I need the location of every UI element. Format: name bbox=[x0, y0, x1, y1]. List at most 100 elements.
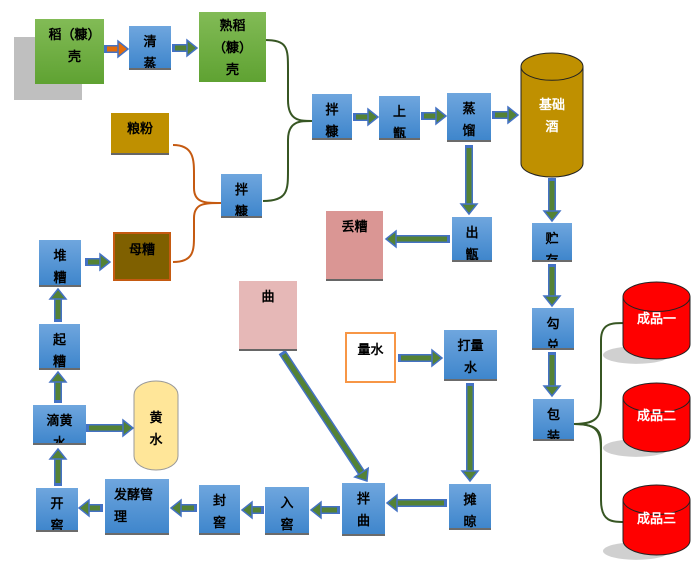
label: 拌曲 bbox=[356, 492, 370, 529]
product2-cylinder-top bbox=[622, 382, 691, 413]
label: 包装 bbox=[546, 408, 560, 441]
arrow-head bbox=[460, 470, 480, 483]
label: 丢糟 bbox=[341, 220, 368, 235]
arrow-head bbox=[48, 370, 68, 383]
arrow-head bbox=[99, 252, 112, 272]
arrow-head bbox=[77, 498, 90, 518]
label: 熟稻（糠）壳 bbox=[212, 19, 252, 78]
label: 出甑 bbox=[465, 226, 479, 262]
arrow-head bbox=[122, 418, 135, 438]
arrow-head bbox=[240, 500, 253, 520]
node-open-cellar: 开窖 bbox=[36, 488, 78, 532]
node-steam-clean: 清蒸 bbox=[129, 26, 171, 70]
arrow-head bbox=[542, 295, 562, 308]
node-mix1: 拌糠 bbox=[221, 174, 262, 218]
node-husk: 稻（糠）壳 bbox=[35, 19, 104, 84]
curve-cooked-husk-to-mix bbox=[263, 39, 313, 122]
label: 拌糠 bbox=[234, 183, 248, 218]
node-load-still: 上甑 bbox=[379, 96, 420, 140]
arrow-head bbox=[384, 229, 397, 249]
label: 开窖 bbox=[50, 497, 64, 532]
arrow-head bbox=[367, 107, 380, 127]
label: 量水 bbox=[357, 343, 384, 358]
arrow-head bbox=[459, 203, 479, 216]
label: 基础酒 bbox=[538, 98, 565, 135]
yellow-water-label: 黄水 bbox=[134, 408, 178, 452]
product2-label: 成品二 bbox=[636, 409, 676, 424]
node-package: 包装 bbox=[533, 399, 574, 441]
arrow-head bbox=[385, 493, 398, 513]
node-grain-powder: 粮粉 bbox=[111, 113, 169, 155]
label: 黄水 bbox=[149, 411, 163, 448]
node-cooked-husk: 熟稻（糠）壳 bbox=[199, 12, 266, 82]
node-water-amount: 量水 bbox=[345, 332, 396, 383]
label: 起糟 bbox=[52, 333, 66, 370]
arrow-head bbox=[435, 106, 448, 126]
label: 粮粉 bbox=[126, 122, 153, 137]
product3-label: 成品三 bbox=[636, 512, 676, 527]
curve-mother-to-mix1 bbox=[172, 202, 222, 263]
label: 贮存 bbox=[545, 232, 559, 262]
node-distill: 蒸馏 bbox=[447, 93, 491, 142]
node-pile-grains: 堆糟 bbox=[39, 240, 81, 287]
arrow-head bbox=[309, 500, 322, 520]
curve-powder-to-mix1 bbox=[172, 144, 222, 204]
label: 清蒸 bbox=[143, 35, 157, 70]
label: 母糟 bbox=[128, 243, 155, 258]
base-liquor-label: 基础酒 bbox=[521, 95, 583, 139]
product1-label: 成品一 bbox=[636, 312, 676, 327]
arrow-head bbox=[542, 210, 562, 223]
node-storage: 贮存 bbox=[532, 223, 572, 262]
node-qu: 曲 bbox=[239, 281, 297, 351]
arrow-head bbox=[48, 287, 68, 300]
node-mix-qu: 拌曲 bbox=[342, 483, 385, 536]
label: 蒸馏 bbox=[462, 102, 476, 139]
node-drip-yellow: 滴黄水 bbox=[33, 405, 86, 445]
arrow-head bbox=[48, 447, 68, 460]
node-blend: 勾兑 bbox=[532, 308, 574, 350]
node-mother-grains: 母糟 bbox=[113, 232, 171, 281]
arrow-head bbox=[431, 348, 444, 368]
yellow-water-cylinder bbox=[133, 380, 179, 471]
arrow-head bbox=[169, 498, 182, 518]
base-liquor-cylinder-top bbox=[520, 52, 584, 81]
label: 入窖 bbox=[280, 496, 294, 533]
node-seal-cellar: 封窖 bbox=[199, 485, 240, 535]
label: 封窖 bbox=[212, 494, 226, 531]
label: 上甑 bbox=[392, 105, 406, 140]
curve-package-to-product-1 bbox=[573, 322, 626, 425]
label: 勾兑 bbox=[546, 317, 560, 350]
node-lift-grains: 起糟 bbox=[39, 324, 80, 370]
arrow-shaft-fill bbox=[281, 353, 364, 475]
node-add-water: 打量水 bbox=[444, 330, 497, 381]
arrow-head bbox=[186, 38, 199, 58]
label: 发酵管理 bbox=[114, 488, 154, 525]
curve-package-to-product-3 bbox=[573, 423, 626, 523]
product1-cylinder-body bbox=[622, 296, 691, 360]
label: 拌糠 bbox=[325, 103, 339, 140]
arrow-head bbox=[117, 39, 130, 59]
node-discard-grains: 丢糟 bbox=[326, 211, 383, 281]
label: 打量水 bbox=[457, 339, 484, 376]
product1-cylinder-top bbox=[622, 281, 691, 312]
product3-cylinder-top bbox=[622, 484, 691, 515]
base-liquor-cylinder-body bbox=[520, 66, 584, 178]
arrow-head bbox=[507, 105, 520, 125]
label: 曲 bbox=[261, 290, 275, 305]
node-unload-still: 出甑 bbox=[452, 217, 492, 262]
node-spread-cool: 摊晾 bbox=[449, 484, 491, 530]
curve-mix1-to-mix2 bbox=[262, 120, 313, 202]
label: 稻（糠）壳 bbox=[48, 28, 101, 65]
arrow-head bbox=[542, 385, 562, 398]
node-mix2: 拌糠 bbox=[312, 94, 352, 140]
curve-package-to-product-2 bbox=[573, 423, 602, 450]
node-into-cellar: 入窖 bbox=[265, 487, 309, 535]
label: 堆糟 bbox=[53, 249, 67, 286]
node-fermentation: 发酵管理 bbox=[105, 479, 169, 535]
product3-cylinder-body bbox=[622, 499, 691, 556]
label: 摊晾 bbox=[463, 493, 477, 530]
arrow-head bbox=[353, 466, 370, 483]
product2-cylinder-body bbox=[622, 397, 691, 453]
